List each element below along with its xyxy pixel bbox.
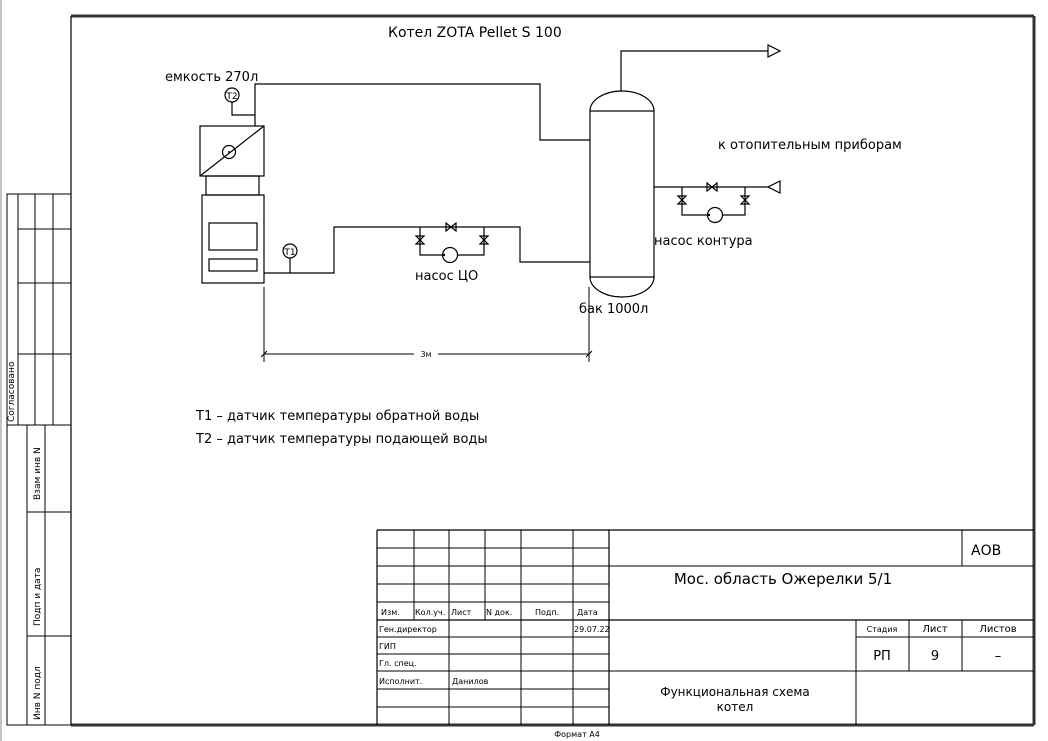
boiler-display (208, 222, 258, 251)
agreed-label: Согласовано (7, 361, 17, 422)
swap-inv-label: Взам инв N (33, 447, 43, 500)
heater-element-icon (221, 144, 237, 160)
buffer-tank: бак 1000л (579, 90, 655, 317)
stage-value: РП (873, 649, 891, 664)
valve-icon (739, 195, 751, 205)
role-cell: Исполнит. (379, 677, 422, 686)
return-pipe: T1 насос ЦО (264, 221, 590, 284)
sheets-header: Листов (979, 624, 1016, 635)
drawing-frame (70, 14, 1036, 727)
boiler: емкость 270л (165, 70, 265, 284)
side-stamp: Согласовано Взам инв N Подп и дата Инв N… (6, 193, 72, 726)
title-block: Изм. Кол.уч. Лист N док. Подп. Дата Ген.… (376, 529, 1034, 739)
description-line1: Функциональная схема (660, 685, 810, 699)
sheet-value: 9 (931, 649, 939, 664)
col-header: Изм. (381, 608, 400, 617)
heating-devices-label: к отопительным приборам (718, 138, 902, 153)
format-label: Формат А4 (554, 730, 600, 739)
dimension-value: 3м (420, 350, 431, 359)
col-header: N док. (486, 608, 512, 617)
dimension-line: 3м (260, 287, 593, 362)
description-line2: котел (717, 700, 754, 714)
sheets-value: – (995, 649, 1002, 664)
boiler-body (201, 194, 265, 284)
col-header: Лист (451, 608, 472, 617)
col-header: Кол.уч. (415, 608, 445, 617)
legend-t2: T2 – датчик температуры подающей воды (195, 432, 488, 447)
legend-t1: T1 – датчик температуры обратной воды (195, 409, 479, 424)
role-cell: Гл. спец. (379, 659, 417, 668)
flow-out-arrow-icon (767, 44, 782, 58)
stage-header: Стадия (867, 625, 898, 634)
pump-co-icon (441, 246, 459, 264)
tank-small-label: емкость 270л (165, 70, 258, 85)
col-header: Подп. (535, 608, 559, 617)
role-cell: Ген.директор (379, 625, 437, 634)
inv-orig-label: Инв N подл (33, 666, 43, 720)
heating-return: насос контура (654, 180, 781, 249)
pump-co-label: насос ЦО (415, 269, 478, 284)
col-header: Дата (577, 608, 598, 617)
date-cell: 29.07.22 (574, 625, 610, 634)
code-label: АОВ (971, 543, 1001, 559)
drawing-title: Котел ZOTA Pellet S 100 (388, 25, 562, 41)
pump-circuit-icon (706, 206, 724, 224)
valve-icon (445, 221, 457, 233)
flow-in-arrow-icon (766, 180, 781, 194)
sheet-header: Лист (922, 624, 948, 635)
valve-icon (478, 235, 490, 245)
role-cell: ГИП (379, 642, 396, 651)
valve-icon (706, 181, 718, 193)
sensor-t2-tag: T2 (225, 92, 237, 102)
valve-icon (414, 235, 426, 245)
sign-date-label: Подп и дата (33, 568, 43, 626)
sensor-t1-tag: T1 (283, 248, 295, 258)
address-label: Мос. область Ожерелки 5/1 (674, 570, 892, 588)
tank-big-label: бак 1000л (579, 302, 648, 317)
heating-supply: к отопительным приборам (620, 44, 902, 153)
pump-circuit-label: насос контура (654, 234, 753, 249)
supply-pipe: T2 (224, 83, 590, 141)
name-cell: Данилов (452, 677, 489, 686)
valve-icon (676, 195, 688, 205)
